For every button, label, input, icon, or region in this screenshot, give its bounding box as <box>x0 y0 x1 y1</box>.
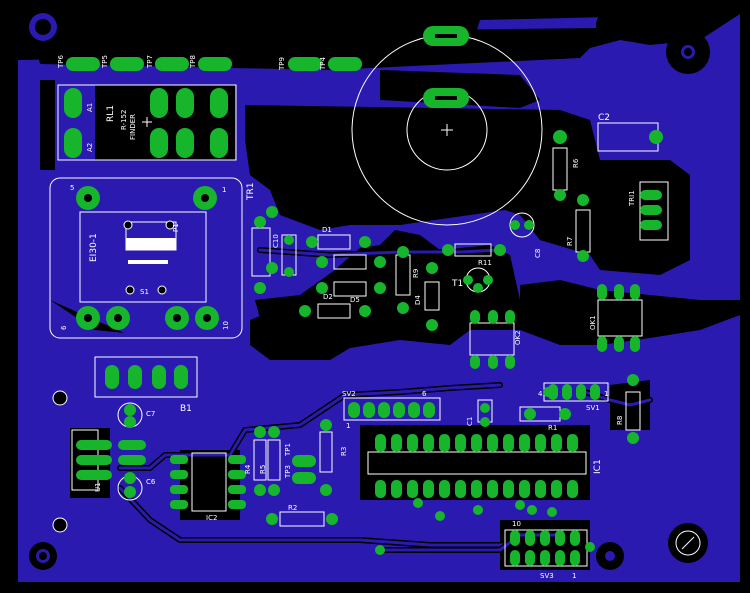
label-r9: R9 <box>412 269 420 278</box>
label-ei30: EI30-1 <box>89 233 99 262</box>
label-p1: P1 <box>172 223 180 232</box>
label-r5: R5 <box>259 465 267 474</box>
label-sv3-pin10: 10 <box>512 520 521 528</box>
label-d5: D5 <box>350 296 360 304</box>
label-b1: B1 <box>180 404 192 414</box>
relay-rl1: A1 A2 RL1 R-152 FINDER <box>57 84 237 161</box>
label-r8: R8 <box>616 416 624 425</box>
label-ok2: OK2 <box>514 330 522 345</box>
label-r2: R2 <box>288 504 297 512</box>
label-tr-pin10: 10 <box>222 321 230 330</box>
label-tr-pin1: 1 <box>222 186 226 194</box>
label-tp6: TP6 <box>57 55 65 69</box>
rectifier-cluster: C10 D1 D2 D5 R9 D4 R11 T1 C8 <box>251 206 542 331</box>
header-sv3: 10 SV3 1 <box>504 520 588 580</box>
label-r6: R6 <box>572 158 580 168</box>
label-r1: R1 <box>548 424 557 432</box>
optocoupler-ok2: OK2 <box>469 310 522 369</box>
ic2: IC2 <box>170 452 246 522</box>
label-t1: T1 <box>451 279 463 289</box>
transformer-tr1: 5 1 6 10 EI30-1 TR1 P1 S1 <box>49 177 256 339</box>
header-sv2: SV2 1 6 <box>342 390 441 430</box>
label-r4: R4 <box>244 464 252 474</box>
label-r7: R7 <box>566 237 574 246</box>
label-sv3-pin1: 1 <box>572 572 576 580</box>
fiducial-left-upper <box>52 390 68 406</box>
ic1-pins-bottom <box>375 480 578 498</box>
regulator-section: C7 C6 U1 <box>71 402 156 501</box>
lower-resistors: R4 R5 TP3 TP1 R3 R2 <box>244 419 348 527</box>
label-d4: D4 <box>414 295 422 305</box>
label-tr-pin6: 6 <box>60 325 68 330</box>
label-tr1: TR1 <box>246 183 256 201</box>
label-ic1: IC1 <box>593 459 603 474</box>
label-d2: D2 <box>323 293 333 301</box>
label-sv1-pin1: 1 <box>604 390 608 398</box>
label-sv2: SV2 <box>342 390 356 398</box>
ic1: IC1 <box>367 434 603 498</box>
label-relay-type: R-152 <box>120 110 128 130</box>
label-sv3: SV3 <box>540 572 554 580</box>
label-s1: S1 <box>140 288 149 296</box>
label-c6: C6 <box>146 478 156 486</box>
label-c10: C10 <box>272 234 280 248</box>
label-a1: A1 <box>86 103 94 112</box>
optocoupler-ok1: OK1 <box>589 284 643 352</box>
label-tp7: TP7 <box>146 55 154 69</box>
vias <box>375 387 595 555</box>
label-r11: R11 <box>478 259 492 267</box>
label-ic2: IC2 <box>206 514 217 522</box>
test-points-top: TP6 TP5 TP7 TP8 TP9 TP4 <box>57 55 362 71</box>
large-capacitor-pads <box>423 26 469 108</box>
label-u1: U1 <box>94 482 102 492</box>
label-tp5: TP5 <box>101 55 109 69</box>
label-relay-make: FINDER <box>129 114 137 140</box>
bridge-b1: B1 <box>94 356 198 414</box>
label-a2: A2 <box>86 143 94 152</box>
label-tp3: TP3 <box>284 465 292 479</box>
label-tp1: TP1 <box>284 443 292 457</box>
label-tri1: TRI1 <box>628 190 636 207</box>
mounting-holes <box>29 11 710 570</box>
label-sv1-pin4: 4 <box>538 390 543 398</box>
upper-right-components: C2 R6 R7 TRI1 <box>552 113 669 262</box>
label-tr-pin5: 5 <box>70 184 74 192</box>
label-tp8: TP8 <box>189 55 197 69</box>
ic1-pins-top <box>375 434 578 452</box>
label-tp4: TP4 <box>319 57 327 71</box>
label-c1: C1 <box>466 417 474 426</box>
label-c2: C2 <box>598 113 610 123</box>
fiducial-left-lower <box>52 517 68 533</box>
label-c8: C8 <box>534 249 542 258</box>
label-r3: R3 <box>340 447 348 456</box>
label-ok1: OK1 <box>589 315 597 330</box>
label-tp9: TP9 <box>278 57 286 71</box>
label-d1: D1 <box>322 226 332 234</box>
label-sv1: SV1 <box>586 404 600 412</box>
label-rl1: RL1 <box>106 105 116 122</box>
label-sv2-pin1: 1 <box>346 422 350 430</box>
label-c7: C7 <box>146 410 155 418</box>
label-sv2-pin6: 6 <box>422 390 427 398</box>
mounting-hole-top-mid <box>596 11 624 39</box>
